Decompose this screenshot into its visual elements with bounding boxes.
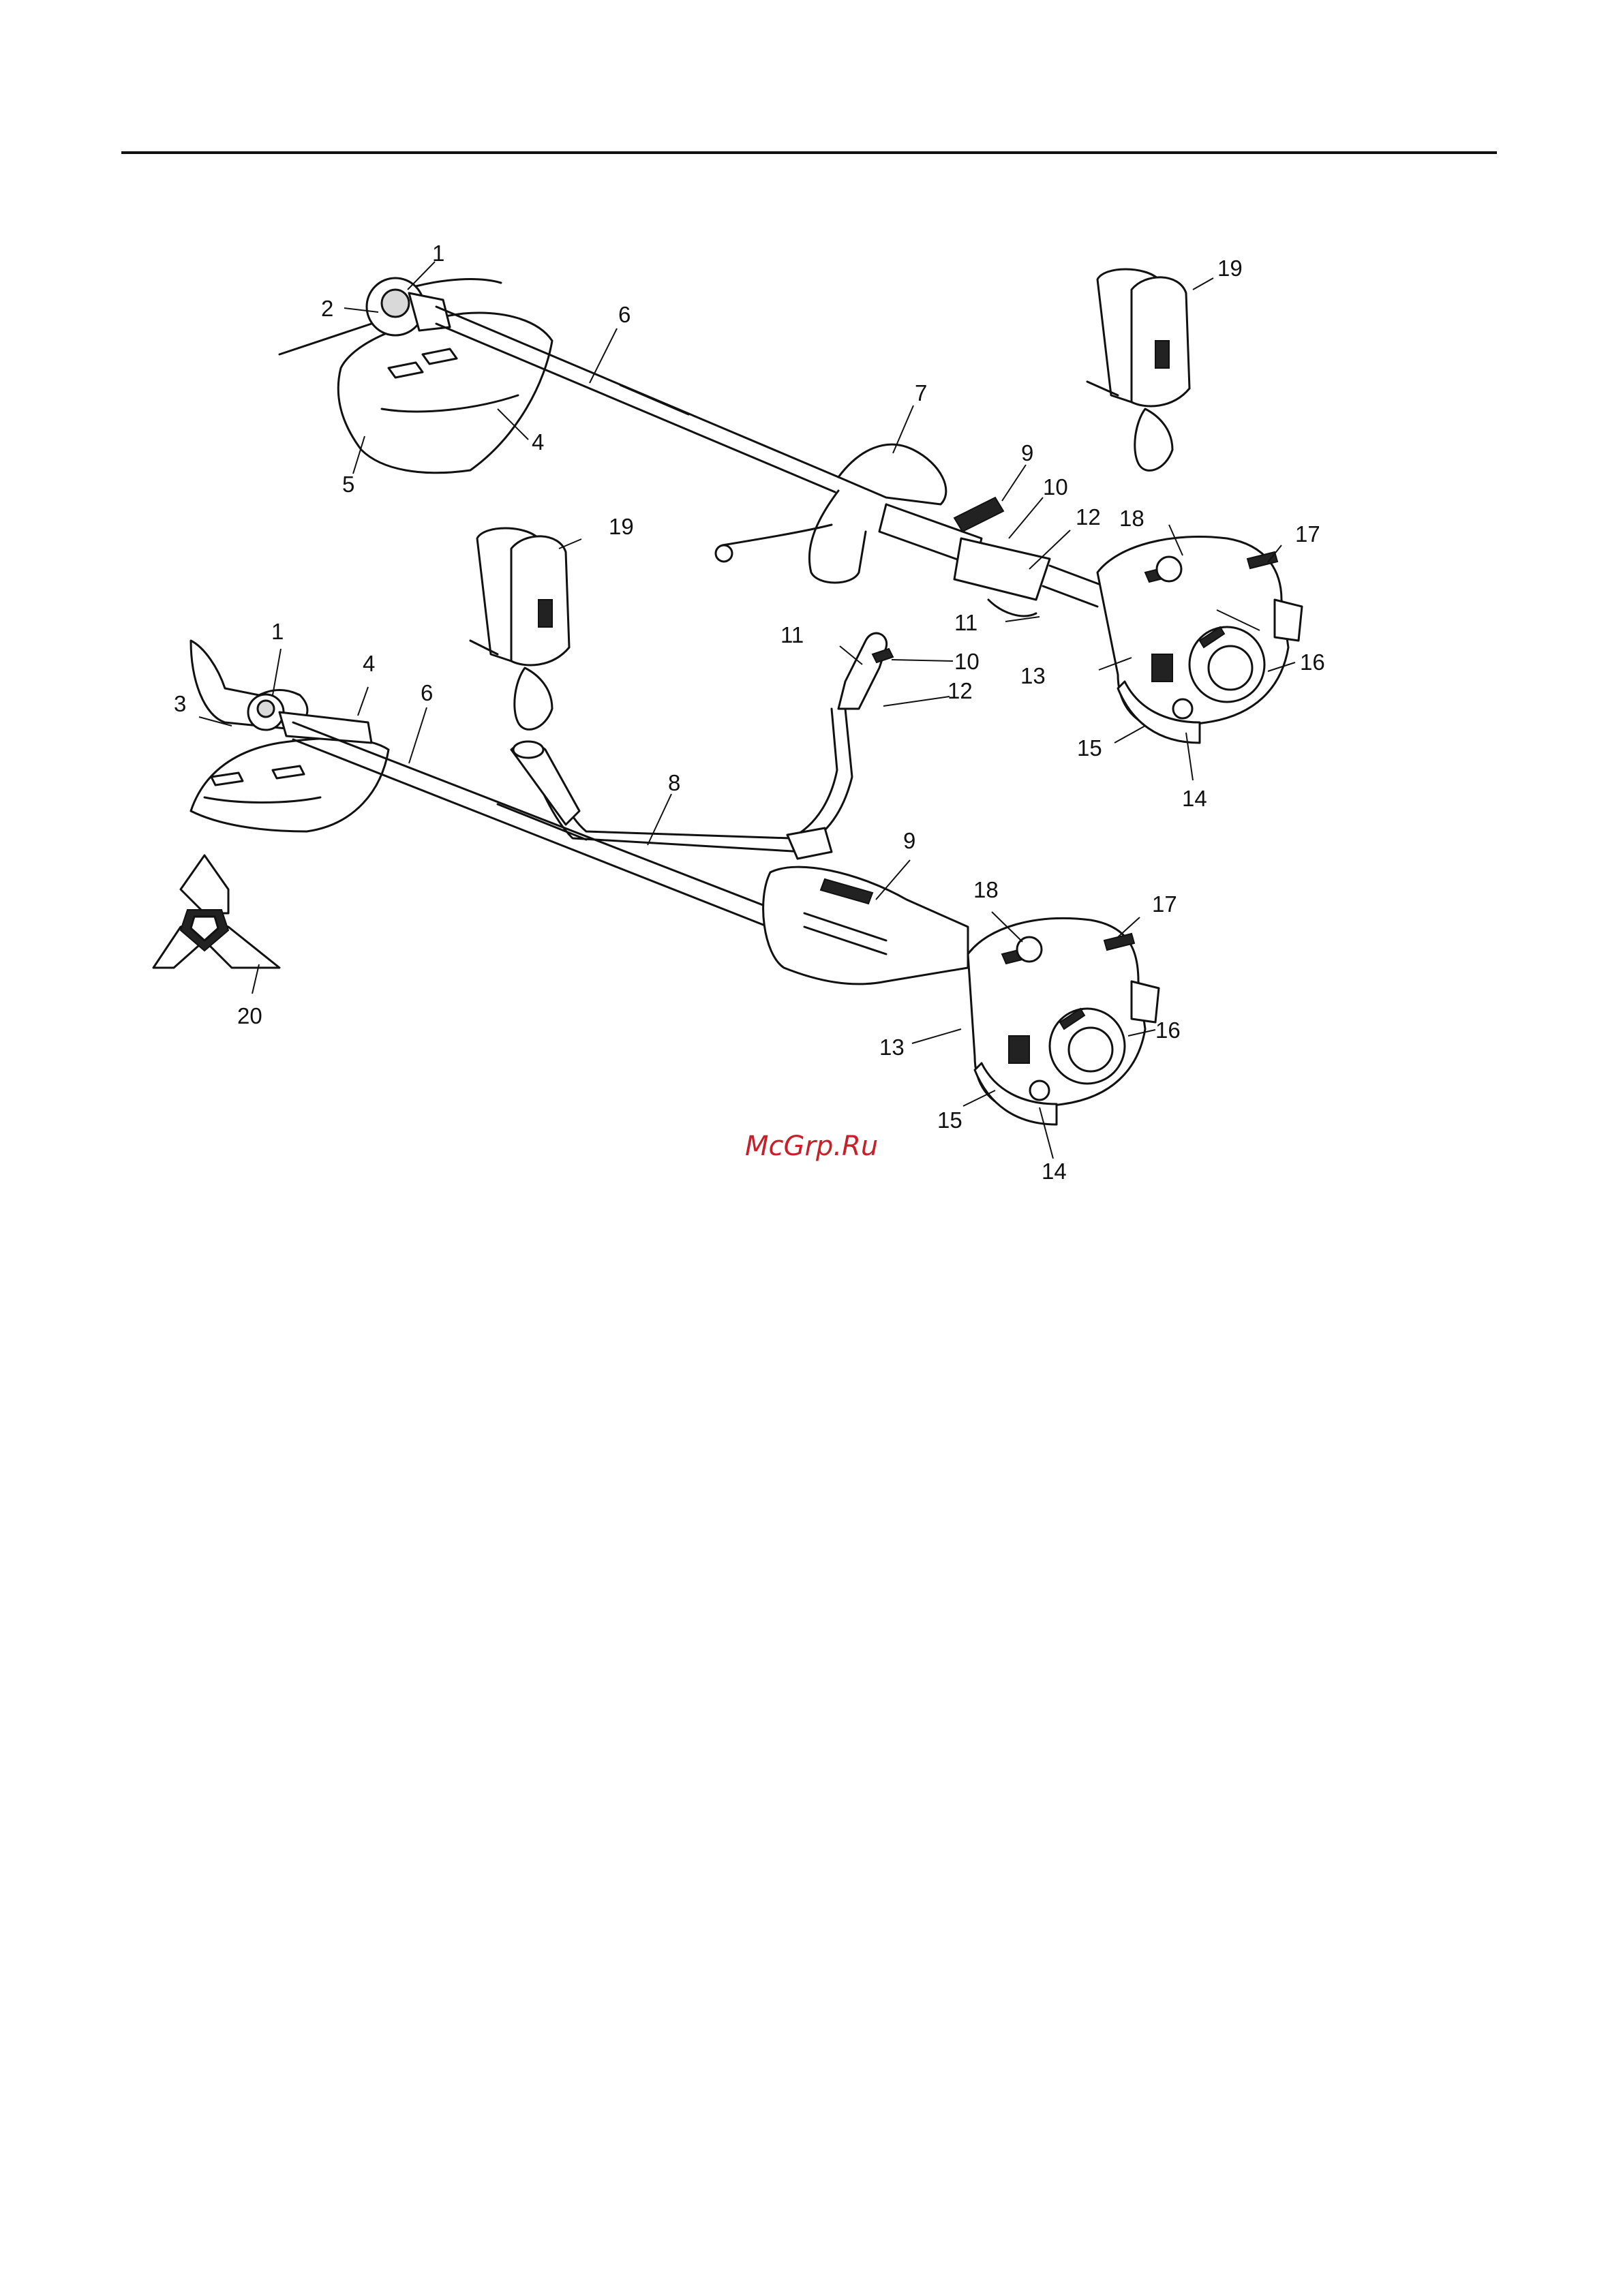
callout-bottom-10: 10 [954,649,980,674]
tri-blade-icon [153,855,279,968]
callout-bottom-4: 4 [363,651,375,676]
callout-top-19: 19 [1217,256,1243,281]
watermark: McGrp.Ru [745,1131,878,1162]
callout-bottom-15: 15 [937,1107,962,1133]
callout-bottom-11: 11 [780,622,804,647]
callout-top-4: 4 [532,429,544,455]
callout-bottom-3: 3 [174,691,186,716]
callout-top-15: 15 [1077,735,1102,761]
callout-bottom-6: 6 [421,680,433,705]
callout-bottom-12: 12 [947,678,973,703]
callout-top-13: 13 [1020,663,1046,688]
callout-top-16: 16 [1300,649,1325,675]
callout-bottom-19: 19 [609,514,634,539]
callout-bottom-16: 16 [1155,1017,1181,1043]
callout-top-6: 6 [618,302,631,327]
callout-bottom-9: 9 [903,828,915,853]
callout-bottom-13: 13 [879,1035,905,1060]
callout-bottom-1: 1 [271,619,284,644]
callout-top-5: 5 [342,472,354,497]
callout-top-11: 11 [954,610,977,635]
callout-bottom-8: 8 [668,770,680,795]
callout-top-14: 14 [1182,786,1207,811]
callout-top-10: 10 [1043,474,1068,500]
callout-bottom-20: 20 [237,1003,262,1028]
callout-top-9: 9 [1021,440,1033,465]
bottom-shoulder-harness [470,528,569,729]
callout-bottom-17: 17 [1152,891,1177,917]
callout-top-7: 7 [915,380,927,405]
callout-top-17: 17 [1295,521,1320,547]
callout-top-1: 1 [432,241,444,266]
callout-bottom-14: 14 [1042,1159,1067,1184]
top-shoulder-harness [1087,269,1189,470]
bottom-trimmer-drawing [191,633,1159,1124]
callout-top-12: 12 [1076,504,1101,530]
callout-bottom-18: 18 [973,877,999,902]
callout-top-2: 2 [321,296,333,321]
callout-top-18: 18 [1119,506,1144,531]
